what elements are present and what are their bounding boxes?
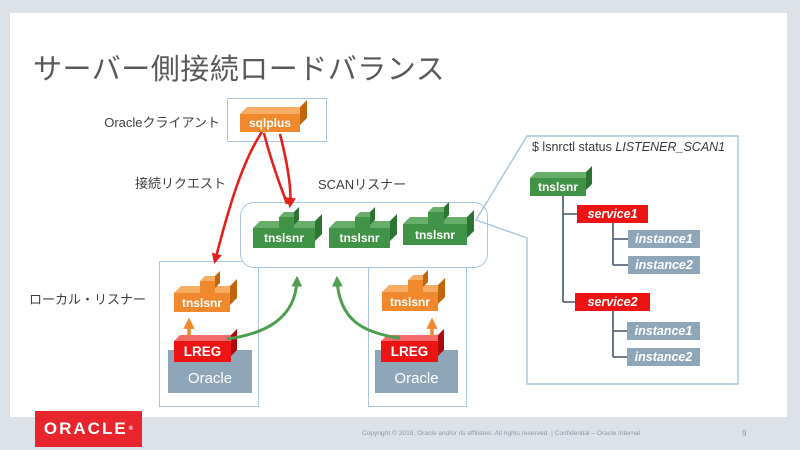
node1-lreg-box: LREG xyxy=(174,341,231,362)
node2-listener-cube-icon xyxy=(408,280,423,292)
scan-tnslsnr-1-cube-icon xyxy=(279,217,294,230)
label-local-listener: ローカル・リスナー xyxy=(29,292,147,307)
node2-listener-label: tnslsnr xyxy=(382,292,438,311)
oracle-logo: ORACLE® xyxy=(35,411,142,447)
scan-tnslsnr-3-cube-icon xyxy=(428,212,444,225)
scan-tnslsnr-2-cube-icon xyxy=(355,217,370,230)
node1-local-listener-box: tnslsnr xyxy=(174,293,230,312)
node1-lreg-label: LREG xyxy=(174,341,231,362)
footer-copyright: Copyright © 2018, Oracle and/or its affi… xyxy=(362,430,641,437)
service2-box: service2 xyxy=(575,293,650,311)
service1-box: service1 xyxy=(577,205,648,223)
service2-instance2-box: instance2 xyxy=(627,348,700,366)
sqlplus-box: sqlplus xyxy=(240,114,300,132)
service2-instance1-box: instance1 xyxy=(627,322,700,340)
oracle-logo-text: ORACLE xyxy=(43,419,128,438)
service1-instance1-box: instance1 xyxy=(628,230,700,248)
scan-tnslsnr-3: tnslsnr xyxy=(403,224,467,245)
node2-lreg-box: LREG xyxy=(381,341,438,362)
panel-tnslsnr-label: tnslsnr xyxy=(530,178,586,196)
node2-lreg-label: LREG xyxy=(381,341,438,362)
lsnrctl-command: $ lsnrctl status LISTENER_SCAN1 xyxy=(532,140,725,154)
scan-tnslsnr-1-label: tnslsnr xyxy=(253,228,315,248)
label-scan-listener: SCANリスナー xyxy=(318,177,407,192)
scan-tnslsnr-2-label: tnslsnr xyxy=(329,228,390,248)
scan-tnslsnr-3-label: tnslsnr xyxy=(403,224,467,245)
label-connect-request: 接続リクエスト xyxy=(135,176,227,191)
lsnrctl-command-prefix: $ lsnrctl status xyxy=(532,140,616,154)
oracle-logo-mark-icon: ® xyxy=(128,426,134,432)
label-oracle-client: Oracleクライアント xyxy=(104,115,220,130)
sqlplus-label: sqlplus xyxy=(240,114,300,132)
page-number: 9 xyxy=(742,429,747,438)
service1-instance2-box: instance2 xyxy=(628,256,700,274)
node1-listener-cube-icon xyxy=(200,281,215,293)
lsnrctl-command-arg: LISTENER_SCAN1 xyxy=(615,140,726,154)
node1-listener-label: tnslsnr xyxy=(174,293,230,312)
scan-tnslsnr-1: tnslsnr xyxy=(253,228,315,248)
panel-tnslsnr-box: tnslsnr xyxy=(530,178,586,196)
slide-title: サーバー側接続ロードバランス xyxy=(33,54,446,86)
scan-tnslsnr-2: tnslsnr xyxy=(329,228,390,248)
node2-local-listener-box: tnslsnr xyxy=(382,292,438,311)
